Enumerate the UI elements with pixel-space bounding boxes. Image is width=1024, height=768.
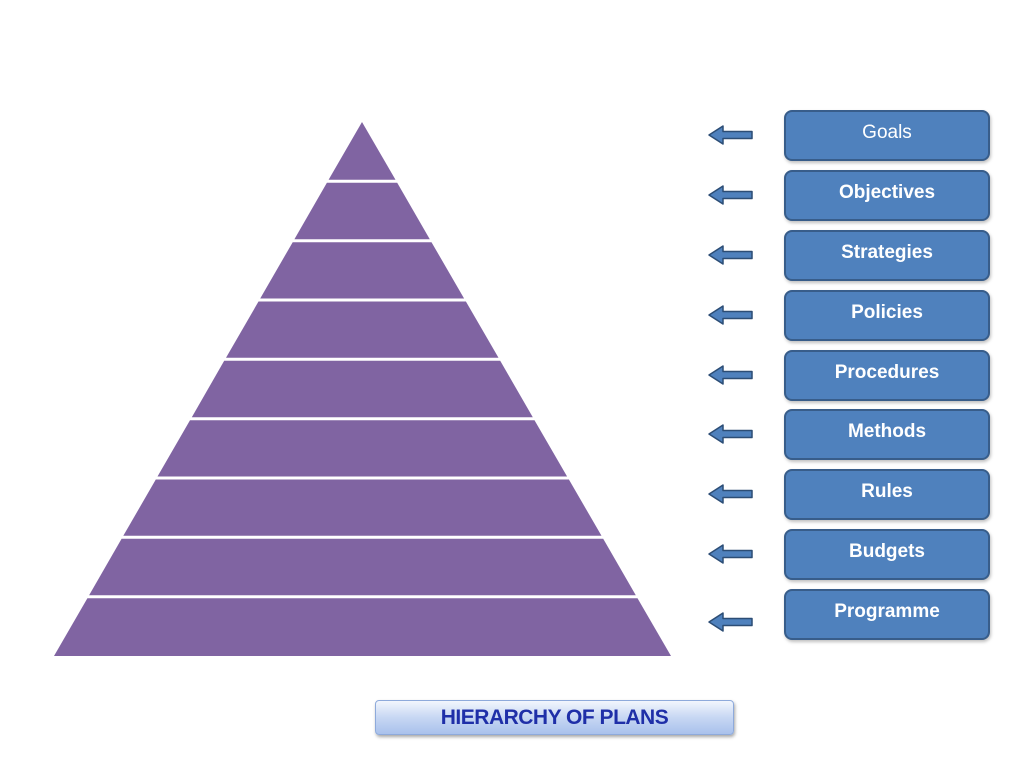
level-label: Procedures: [834, 361, 940, 383]
left-arrow-icon: [708, 365, 753, 385]
level-box-budgets: Budgets: [784, 529, 990, 580]
level-box-methods: Methods: [784, 409, 990, 460]
pyramid-band-goals: [328, 122, 396, 180]
level-box-procedures: Procedures: [784, 350, 990, 401]
pyramid-band-strategies: [260, 242, 465, 299]
left-arrow-icon: [708, 424, 753, 444]
level-box-objectives: Objectives: [784, 170, 990, 221]
level-label: Budgets: [849, 540, 925, 562]
pyramid-band-budgets: [89, 538, 636, 596]
left-arrow-icon: [708, 125, 753, 145]
left-arrow-icon: [708, 544, 753, 564]
diagram-title: HIERARCHY OF PLANS: [440, 705, 669, 729]
level-label: Programme: [834, 600, 940, 622]
level-label: Policies: [851, 301, 923, 323]
level-box-rules: Rules: [784, 469, 990, 520]
level-box-programme: Programme: [784, 589, 990, 640]
level-label: Objectives: [838, 181, 936, 203]
level-label: Goals: [862, 121, 912, 143]
level-label: Rules: [861, 480, 913, 502]
diagram-title-box: HIERARCHY OF PLANS: [375, 700, 734, 735]
pyramid-band-rules: [123, 479, 602, 536]
pyramid-band-objectives: [294, 182, 430, 240]
left-arrow-icon: [708, 612, 753, 632]
pyramid-band-policies: [226, 301, 499, 358]
left-arrow-icon: [708, 484, 753, 504]
pyramid-band-procedures: [191, 360, 533, 418]
level-box-goals: Goals: [784, 110, 990, 161]
left-arrow-icon: [708, 245, 753, 265]
level-box-strategies: Strategies: [784, 230, 990, 281]
level-label: Methods: [847, 420, 927, 442]
pyramid-band-programme: [54, 598, 671, 656]
level-label: Strategies: [841, 241, 933, 263]
pyramid-band-methods: [157, 420, 568, 477]
level-box-policies: Policies: [784, 290, 990, 341]
left-arrow-icon: [708, 185, 753, 205]
left-arrow-icon: [708, 305, 753, 325]
